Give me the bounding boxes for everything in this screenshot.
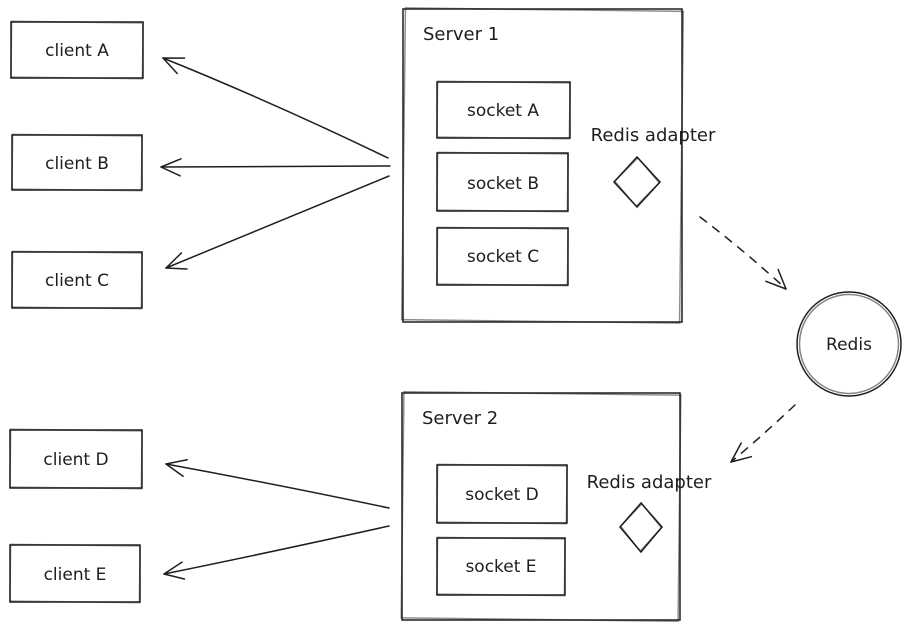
client-b-box: client B: [11, 133, 143, 192]
socket-b-box: socket B: [436, 151, 569, 213]
socket-d-label: socket D: [465, 485, 538, 505]
arrow-server2-to-client-d: [165, 458, 390, 509]
arrow-server1-to-client-c: [165, 175, 390, 270]
arrow-server2-to-client-e: [163, 525, 390, 580]
redis-adapter-2-label: Redis adapter: [587, 472, 712, 493]
socket-e-box: socket E: [436, 536, 566, 597]
client-c-label: client C: [45, 271, 109, 291]
redis-adapter-1: Redis adapter: [591, 125, 716, 209]
client-e-label: client E: [44, 565, 107, 585]
client-d-box: client D: [9, 428, 143, 490]
redis-node: Redis: [796, 291, 902, 397]
client-d-label: client D: [43, 450, 108, 470]
socket-e-label: socket E: [465, 557, 536, 577]
client-c-box: client C: [11, 250, 143, 310]
redis-adapter-1-diamond-icon: [612, 155, 662, 209]
server-2-label: Server 2: [422, 408, 498, 429]
arrow-server1-to-client-a: [162, 57, 389, 159]
dashed-arrow-adapter1-to-redis: [699, 216, 787, 290]
client-a-box: client A: [10, 20, 144, 80]
socket-a-label: socket A: [467, 101, 539, 121]
redis-label: Redis: [826, 335, 872, 355]
client-e-box: client E: [9, 543, 141, 604]
client-a-label: client A: [45, 41, 109, 61]
redis-adapter-1-label: Redis adapter: [591, 125, 716, 146]
client-b-label: client B: [45, 154, 109, 174]
socket-c-label: socket C: [467, 247, 539, 267]
server-1-box: Server 1: [400, 7, 685, 324]
server-2-box: Server 2: [400, 391, 682, 622]
dashed-arrow-redis-to-adapter2: [730, 404, 796, 463]
redis-adapter-2-diamond-icon: [619, 501, 663, 554]
redis-adapter-2: Redis adapter: [587, 472, 712, 554]
socket-d-box: socket D: [436, 463, 568, 525]
arrow-server1-to-client-b: [160, 158, 391, 177]
socket-b-label: socket B: [467, 174, 539, 194]
socket-a-box: socket A: [436, 80, 571, 140]
server-1-label: Server 1: [423, 24, 499, 45]
socket-c-box: socket C: [436, 226, 569, 287]
